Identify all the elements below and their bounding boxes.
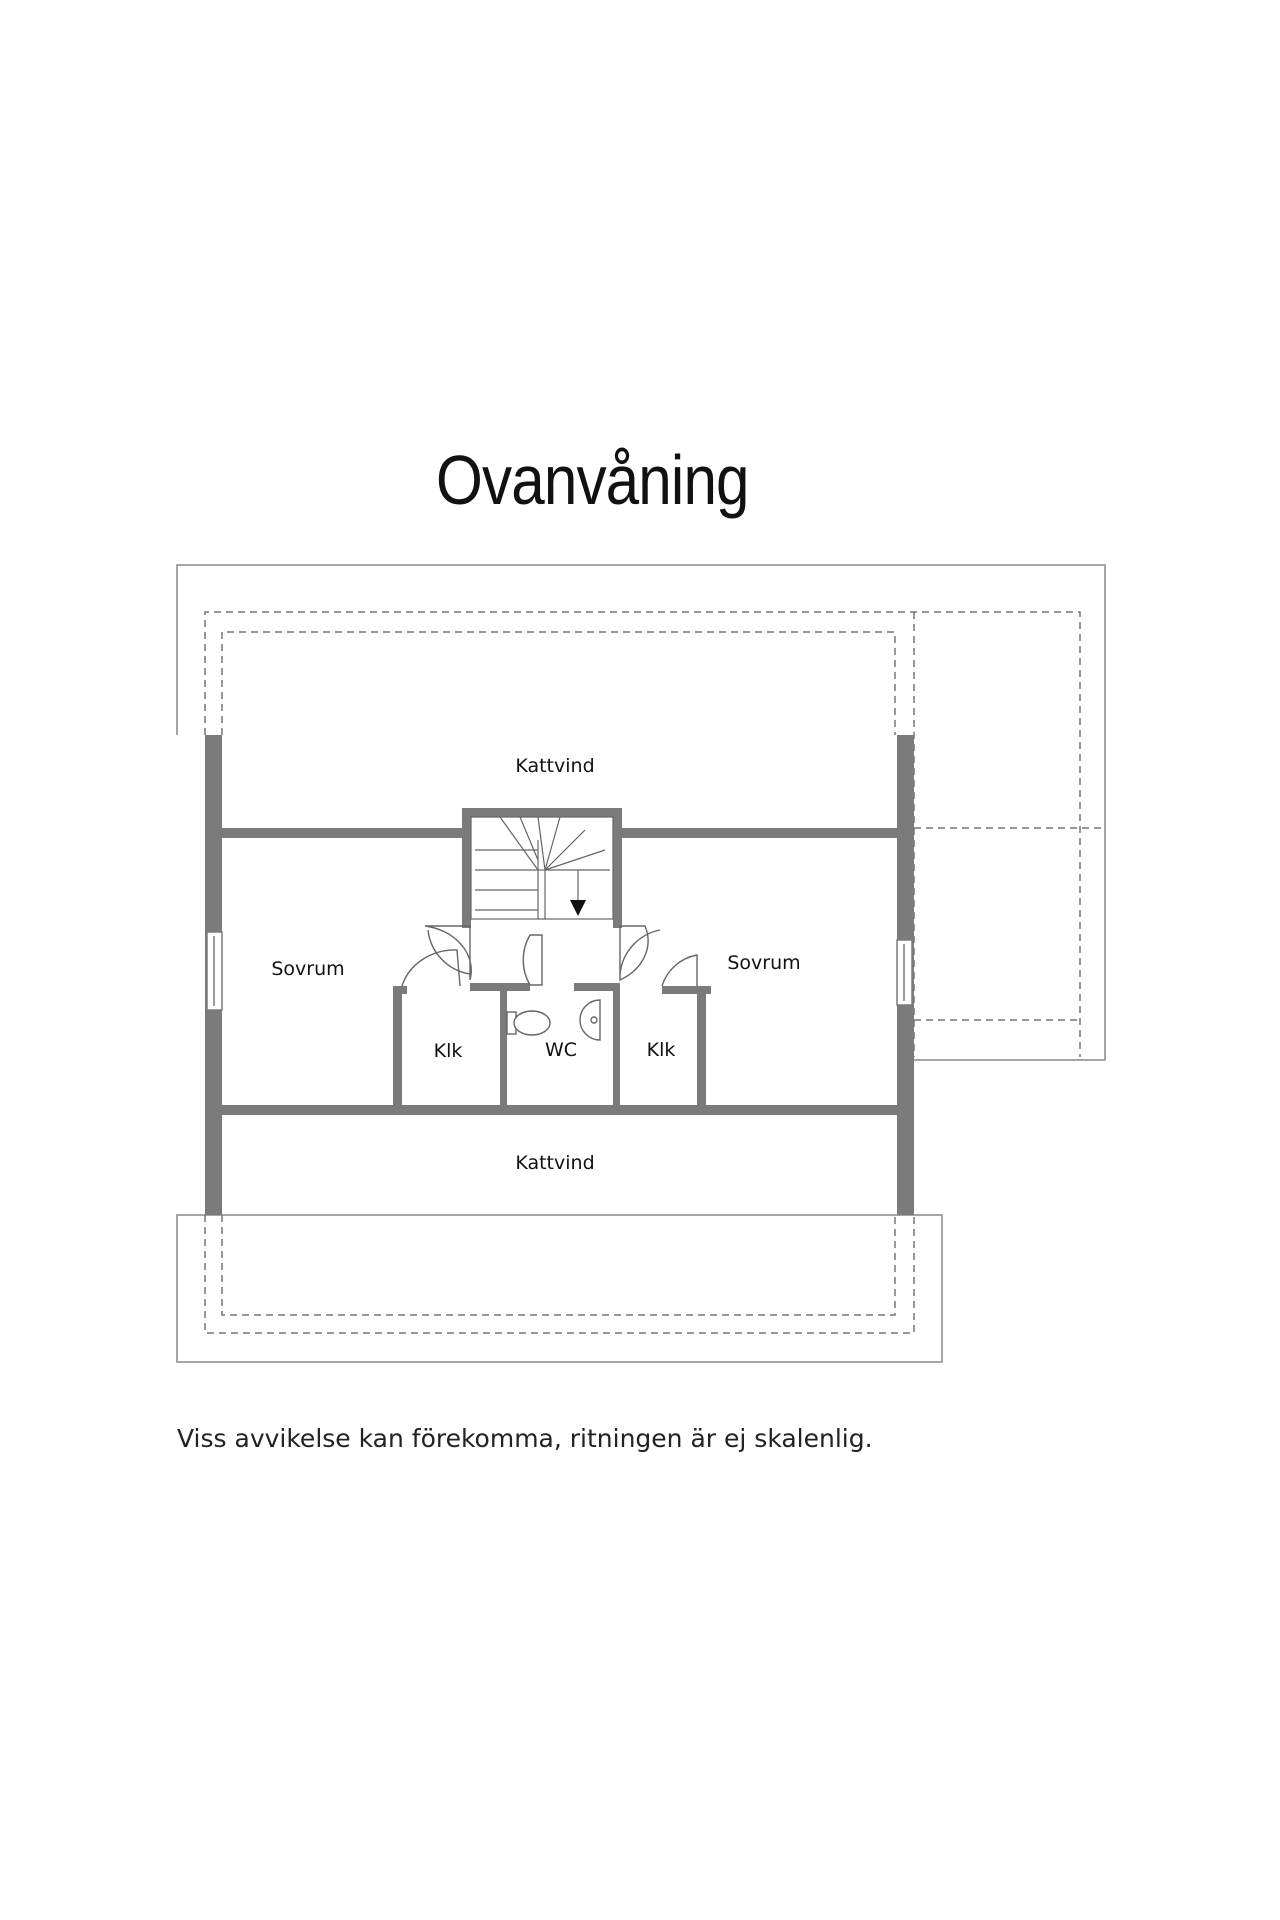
wall-closet-left bbox=[393, 986, 402, 1111]
door-swing-icon bbox=[401, 949, 461, 987]
wall-top-right bbox=[620, 828, 897, 838]
eave-line-inner bbox=[221, 631, 896, 1316]
page-title: Ovanvåning bbox=[436, 441, 750, 519]
room-label-wc: WC bbox=[545, 1039, 577, 1061]
wall-wc-left bbox=[500, 986, 507, 1111]
stair-wall-left bbox=[462, 808, 471, 928]
stairs bbox=[470, 816, 614, 920]
window-icon bbox=[896, 939, 913, 1006]
door-swing-icon bbox=[427, 929, 471, 975]
eave-line-outer bbox=[204, 611, 1081, 1334]
roof-outline bbox=[176, 564, 1106, 1363]
room-label-attic-bottom: Kattvind bbox=[515, 1152, 594, 1174]
room-label-closet-left: Klk bbox=[434, 1040, 463, 1062]
door-swing-icon bbox=[619, 925, 649, 982]
wall-closet-right bbox=[697, 986, 706, 1111]
roof-outline-top bbox=[176, 564, 1106, 1061]
wall-closet-right-top bbox=[697, 986, 711, 994]
room-label-attic-top: Kattvind bbox=[515, 755, 594, 777]
wall-hall-right bbox=[662, 986, 702, 994]
door-swing-icon bbox=[522, 934, 543, 986]
room-label-closet-right: Klk bbox=[647, 1039, 676, 1061]
window-icon bbox=[206, 931, 223, 1011]
room-label-bedroom-left: Sovrum bbox=[271, 958, 344, 980]
disclaimer-note: Viss avvikelse kan förekomma, ritningen … bbox=[177, 1424, 873, 1453]
wall-bottom bbox=[222, 1105, 897, 1115]
wall-hall-mid bbox=[574, 983, 620, 991]
toilet-icon bbox=[506, 1010, 551, 1036]
roof-outline-bottom bbox=[176, 1214, 943, 1363]
sink-icon bbox=[579, 999, 601, 1041]
door-swing-icon bbox=[661, 954, 698, 987]
room-label-bedroom-right: Sovrum bbox=[727, 952, 800, 974]
windows bbox=[206, 931, 913, 1011]
door-swings bbox=[401, 925, 698, 987]
stair-wall-top bbox=[462, 808, 622, 817]
wall-top-left bbox=[222, 828, 467, 838]
stair-arrow-icon bbox=[570, 900, 586, 916]
eave-line-side bbox=[913, 612, 1105, 1057]
stair-wall-right bbox=[613, 808, 622, 928]
eave-lines bbox=[204, 611, 1105, 1334]
wall-wc-right bbox=[613, 986, 620, 1111]
door-swing-icon bbox=[619, 929, 661, 975]
door-swing-icon bbox=[424, 925, 472, 981]
walls bbox=[205, 735, 914, 1215]
